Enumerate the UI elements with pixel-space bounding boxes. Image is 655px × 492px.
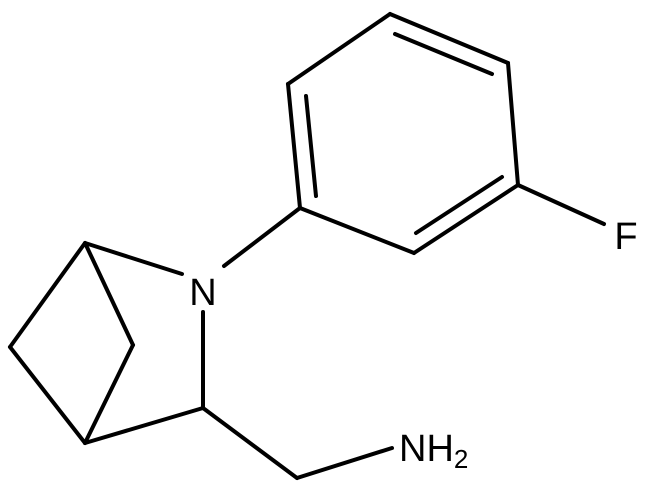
atom-label-fluorine: F — [614, 216, 637, 258]
bond-c1-c6 — [8, 241, 87, 349]
bond-bridgehead-n — [83, 241, 184, 276]
bond-c6-c4 — [8, 345, 87, 445]
bond-ch2-nh2 — [295, 446, 394, 480]
atom-label-amine-main: NH — [399, 428, 454, 470]
atom-label-amine: NH2 — [399, 428, 468, 474]
bond-ring-double-2 — [414, 175, 504, 235]
bond-n-aryl — [222, 206, 302, 268]
bond-ring-1 — [286, 12, 392, 86]
bond-c3-c4 — [83, 406, 205, 445]
bond-ring-5 — [298, 206, 416, 255]
bicyclic-core — [8, 241, 205, 445]
atom-label-nitrogen: N — [189, 272, 216, 314]
atom-label-amine-subscript: 2 — [454, 444, 468, 474]
bond-c-f — [516, 183, 606, 226]
bond-ring-3 — [506, 61, 520, 187]
bond-c5-c4 — [83, 343, 135, 445]
bond-ring-double-3 — [304, 94, 318, 198]
bond-ring-4 — [412, 183, 520, 255]
bond-ring-6 — [286, 82, 302, 210]
phenyl-ring — [286, 12, 520, 255]
bond-ring-double-1 — [393, 32, 494, 76]
bond-c3-ch2 — [201, 406, 299, 480]
bond-c1-c5 — [83, 241, 135, 347]
bond-ring-2 — [388, 12, 510, 65]
